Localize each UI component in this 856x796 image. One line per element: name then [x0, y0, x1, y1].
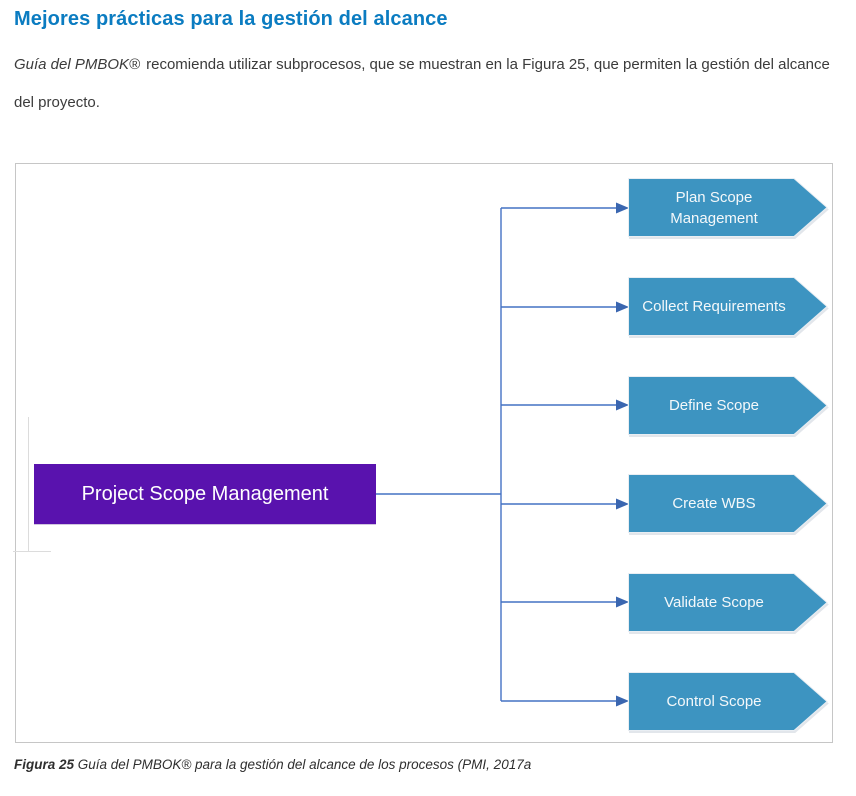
main-process-label: Project Scope Management — [81, 482, 329, 505]
chevron-arrow-icon — [628, 672, 828, 731]
process-arrow-label: Validate Scope — [664, 594, 764, 611]
figure-caption-number: Figura 25 — [14, 757, 75, 772]
arrowhead-icons — [616, 202, 629, 707]
chevron-arrow-icon — [628, 474, 828, 533]
chevron-arrow-icon — [628, 573, 828, 632]
page-title: Mejores prácticas para la gestión del al… — [14, 8, 448, 30]
intro-paragraph: Guía del PMBOK®recomienda utilizar subpr… — [14, 46, 846, 122]
process-arrow-label: Collect Requirements — [642, 298, 786, 315]
chevron-arrow-icon — [628, 178, 828, 237]
chevron-arrow-icon — [628, 277, 828, 336]
faint-frame-line-vertical — [28, 417, 29, 552]
figure-panel: Project Scope Management Plan Scope Mana… — [15, 163, 833, 743]
process-arrow-label: Plan Scope Management — [670, 188, 758, 227]
figure-caption: Figura 25 Guía del PMBOK® para la gestió… — [14, 757, 531, 772]
process-arrow-define-scope: Define Scope — [628, 376, 828, 435]
process-arrow-control-scope: Control Scope — [628, 672, 828, 731]
faint-frame-line-horizontal — [13, 551, 51, 552]
intro-regular-text: recomienda utilizar subprocesos, que se … — [14, 56, 830, 111]
process-arrow-collect-requirements: Collect Requirements — [628, 277, 828, 336]
process-arrow-label: Control Scope — [666, 693, 762, 710]
figure-caption-text: Guía del PMBOK® para la gestión del alca… — [74, 757, 532, 772]
process-arrow-plan-scope-management: Plan Scope Management — [628, 178, 828, 237]
process-arrow-label: Create WBS — [672, 495, 756, 512]
main-process-box: Project Scope Management — [34, 464, 376, 524]
chevron-arrow-icon — [628, 376, 828, 435]
intro-italic-text: Guía del PMBOK® — [14, 56, 141, 73]
connector-lines — [376, 202, 629, 707]
process-arrow-label: Define Scope — [668, 397, 760, 414]
process-arrow-create-wbs: Create WBS — [628, 474, 828, 533]
process-arrow-validate-scope: Validate Scope — [628, 573, 828, 632]
